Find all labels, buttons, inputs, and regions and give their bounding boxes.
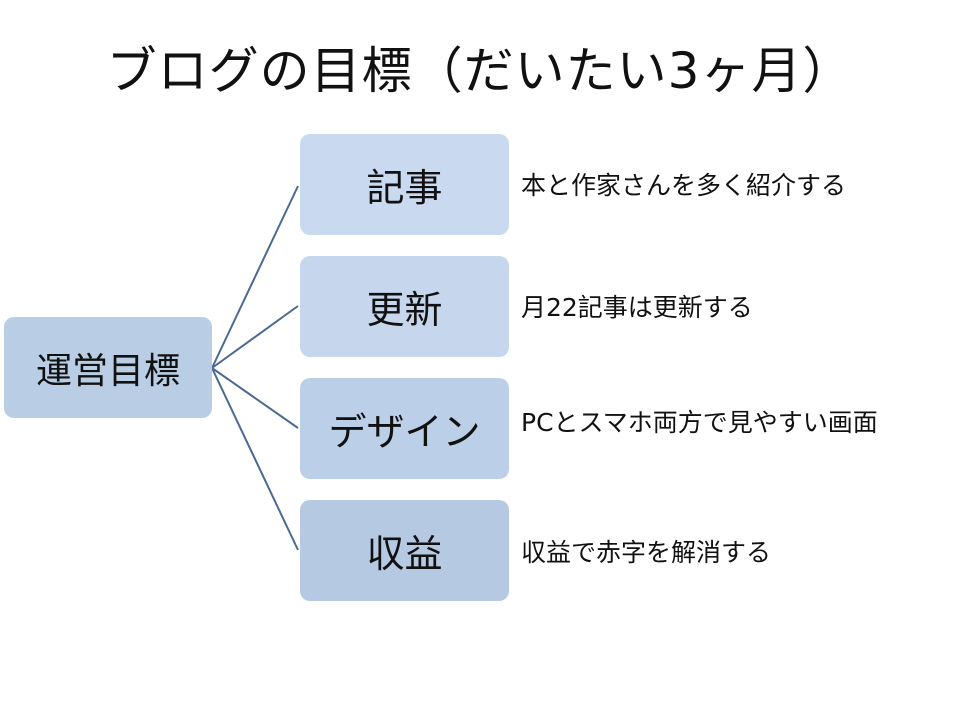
branch-node-revenue: 収益: [300, 500, 509, 601]
branch-node-label: 更新: [366, 288, 443, 332]
branch-node-label: 収益: [366, 532, 443, 576]
connector-branch-2: [211, 305, 299, 369]
connector-branch-1: [211, 185, 299, 369]
root-node-label: 運営目標: [35, 350, 180, 392]
branch-description-updates: 月22記事は更新する: [521, 293, 753, 322]
branch-node-updates: 更新: [300, 256, 509, 357]
branch-description-articles: 本と作家さんを多く紹介する: [521, 171, 847, 200]
root-node: 運営目標: [4, 317, 212, 418]
branch-node-articles: 記事: [300, 134, 509, 235]
branch-node-label: 記事: [366, 166, 443, 210]
slide-title: ブログの目標（だいたい3ヶ月）: [106, 42, 854, 100]
branch-description-design: PCとスマホ両方で見やすい画面: [521, 408, 878, 437]
branch-node-label: デザイン: [328, 410, 481, 454]
connector-branch-4: [211, 367, 299, 551]
branch-description-revenue: 収益で赤字を解消する: [521, 538, 772, 567]
connector-branch-3: [211, 367, 299, 429]
branch-node-design: デザイン: [300, 378, 509, 479]
